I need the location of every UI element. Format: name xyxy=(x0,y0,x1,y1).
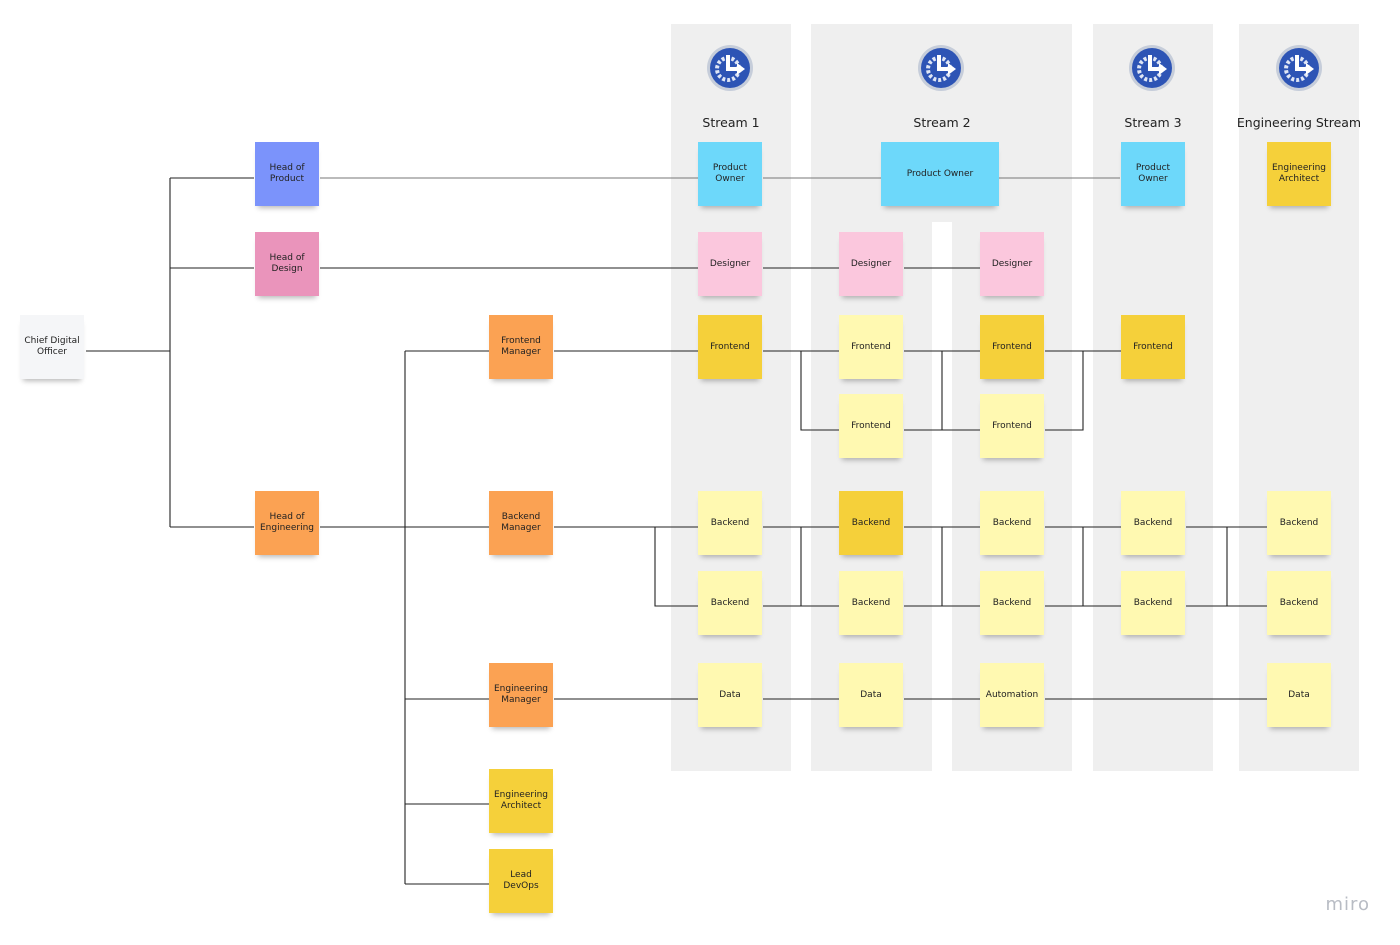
sticky-stream-1-backend-1[interactable]: Backend xyxy=(698,491,762,555)
sticky-stream-3-backend-1[interactable]: Backend xyxy=(1121,491,1185,555)
sticky-stream-2-backend-a2[interactable]: Backend xyxy=(839,571,903,635)
stream-1-title: Stream 1 xyxy=(702,115,760,130)
sticky-stream-3-product-owner[interactable]: Product Owner xyxy=(1121,142,1185,206)
stream-2-icon xyxy=(918,45,964,91)
miro-watermark: miro xyxy=(1325,894,1370,915)
sticky-stream-3-backend-2[interactable]: Backend xyxy=(1121,571,1185,635)
stream-3-title: Stream 3 xyxy=(1124,115,1182,130)
sticky-stream-1-designer[interactable]: Designer xyxy=(698,232,762,296)
sticky-chief-digital-officer[interactable]: Chief Digital Officer xyxy=(20,315,84,379)
sticky-stream-1-frontend[interactable]: Frontend xyxy=(698,315,762,379)
sticky-stream-2-frontend-b2[interactable]: Frontend xyxy=(980,394,1044,458)
sticky-stream-2-backend-b1[interactable]: Backend xyxy=(980,491,1044,555)
sticky-eng-stream-backend-2[interactable]: Backend xyxy=(1267,571,1331,635)
stream-2-title: Stream 2 xyxy=(913,115,971,130)
sticky-stream-2-frontend-a1[interactable]: Frontend xyxy=(839,315,903,379)
sticky-stream-2-product-owner[interactable]: Product Owner xyxy=(881,142,999,206)
sticky-head-of-engineering[interactable]: Head of Engineering xyxy=(255,491,319,555)
sticky-stream-2-backend-a1[interactable]: Backend xyxy=(839,491,903,555)
sticky-backend-manager[interactable]: Backend Manager xyxy=(489,491,553,555)
sticky-frontend-manager[interactable]: Frontend Manager xyxy=(489,315,553,379)
connector-frontend-drop xyxy=(763,350,1084,431)
stream-1-icon xyxy=(707,45,753,91)
engineering-stream-title: Engineering Stream xyxy=(1236,115,1362,130)
sticky-stream-1-backend-2[interactable]: Backend xyxy=(698,571,762,635)
stream-3-icon xyxy=(1129,45,1175,91)
sticky-stream-1-data[interactable]: Data xyxy=(698,663,762,727)
sticky-stream-2-frontend-b1[interactable]: Frontend xyxy=(980,315,1044,379)
sticky-stream-2-designer-a[interactable]: Designer xyxy=(839,232,903,296)
sticky-eng-stream-engineering-architect[interactable]: Engineering Architect xyxy=(1267,142,1331,206)
sticky-eng-stream-backend-1[interactable]: Backend xyxy=(1267,491,1331,555)
sticky-stream-2-backend-b2[interactable]: Backend xyxy=(980,571,1044,635)
sticky-stream-2-designer-b[interactable]: Designer xyxy=(980,232,1044,296)
engineering-stream-icon xyxy=(1276,45,1322,91)
sticky-stream-1-product-owner[interactable]: Product Owner xyxy=(698,142,762,206)
sticky-head-of-design[interactable]: Head of Design xyxy=(255,232,319,296)
sticky-stream-3-frontend[interactable]: Frontend xyxy=(1121,315,1185,379)
connector-backend-verticals xyxy=(800,527,1228,606)
sticky-lead-devops[interactable]: Lead DevOps xyxy=(489,849,553,913)
sticky-engineering-architect[interactable]: Engineering Architect xyxy=(489,769,553,833)
sticky-stream-2-frontend-a2[interactable]: Frontend xyxy=(839,394,903,458)
sticky-stream-2-automation[interactable]: Automation xyxy=(980,663,1044,727)
sticky-engineering-manager[interactable]: Engineering Manager xyxy=(489,663,553,727)
sticky-eng-stream-data[interactable]: Data xyxy=(1267,663,1331,727)
sticky-head-of-product[interactable]: Head of Product xyxy=(255,142,319,206)
sticky-stream-2-data[interactable]: Data xyxy=(839,663,903,727)
